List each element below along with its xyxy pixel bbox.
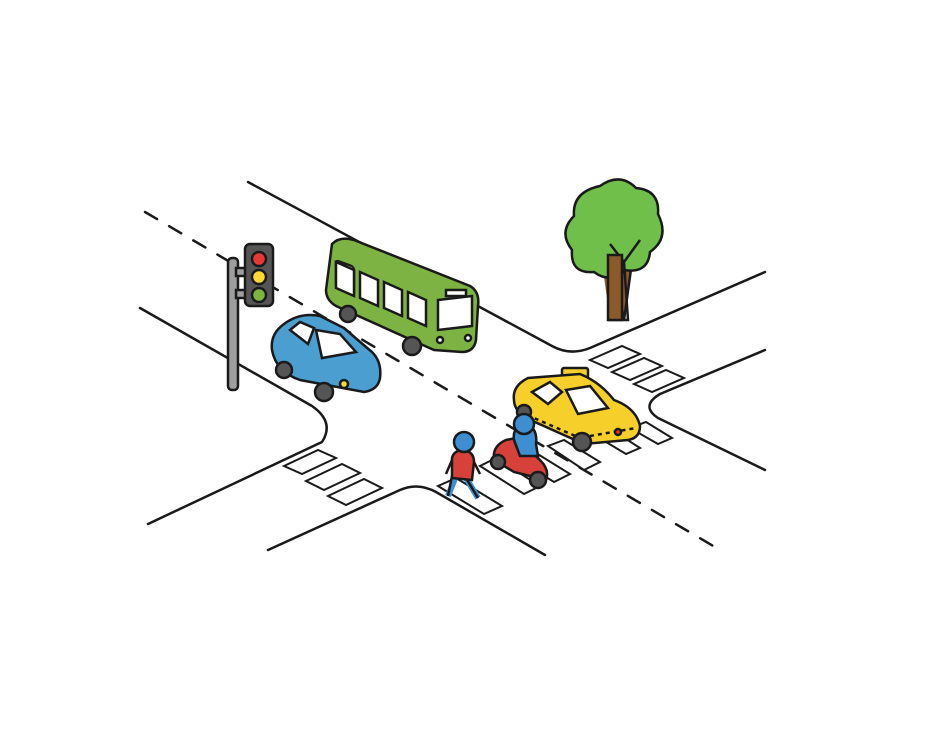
road-edge-left <box>138 306 328 526</box>
yellow-light-icon <box>250 268 268 286</box>
crosswalk-right <box>587 344 687 394</box>
traffic-light <box>226 242 275 392</box>
tree <box>564 178 664 322</box>
road-edge-top <box>246 180 767 353</box>
crosswalk-left <box>281 448 385 507</box>
green-bus <box>324 237 480 357</box>
green-light-icon <box>250 286 268 304</box>
blue-car <box>270 313 382 403</box>
red-light-icon <box>250 250 268 268</box>
scooter-rider <box>489 412 549 490</box>
road-edge-bottom <box>266 485 547 557</box>
road-edge-right <box>648 348 767 472</box>
pedestrian <box>444 430 482 500</box>
